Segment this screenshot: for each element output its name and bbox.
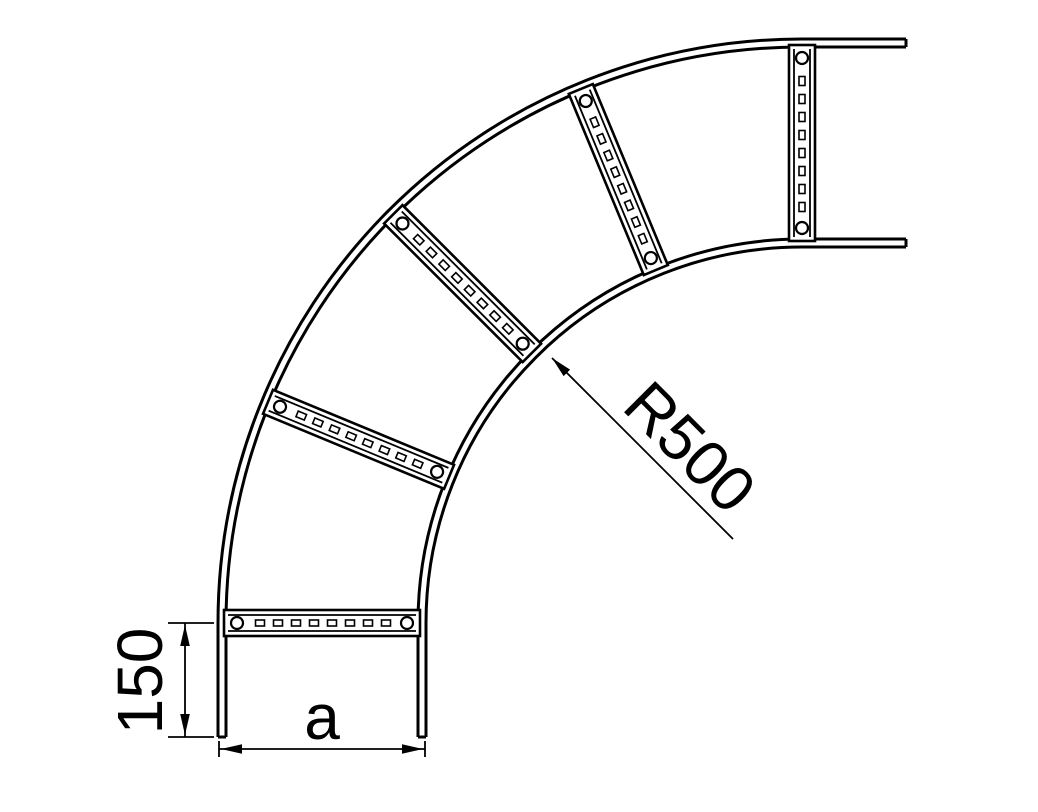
radius-dimension-label: R500 [610,367,769,526]
extension-lines [168,622,214,738]
dimension-straight-end: 150 [104,622,214,738]
radius-callout: R500 [551,357,770,540]
ladder-bend-90deg: 150 a R500 [104,37,908,757]
rung-bottom [222,608,422,638]
arrow-right-icon [402,744,423,754]
arrow-up-icon [180,625,190,646]
straight-end-dimension-label: 150 [104,628,176,735]
width-dimension-label: a [304,681,340,753]
arrow-left-icon [221,744,242,754]
rung-67deg [567,82,670,277]
outer-side-rail [216,37,908,739]
radius-leader-line [551,357,734,540]
rung-22deg [261,388,456,491]
dimension-width: a [218,681,426,757]
rung-45deg [382,203,543,364]
arrow-down-icon [180,714,190,735]
arrow-up-left-icon [552,358,571,377]
rung-top [787,43,817,243]
